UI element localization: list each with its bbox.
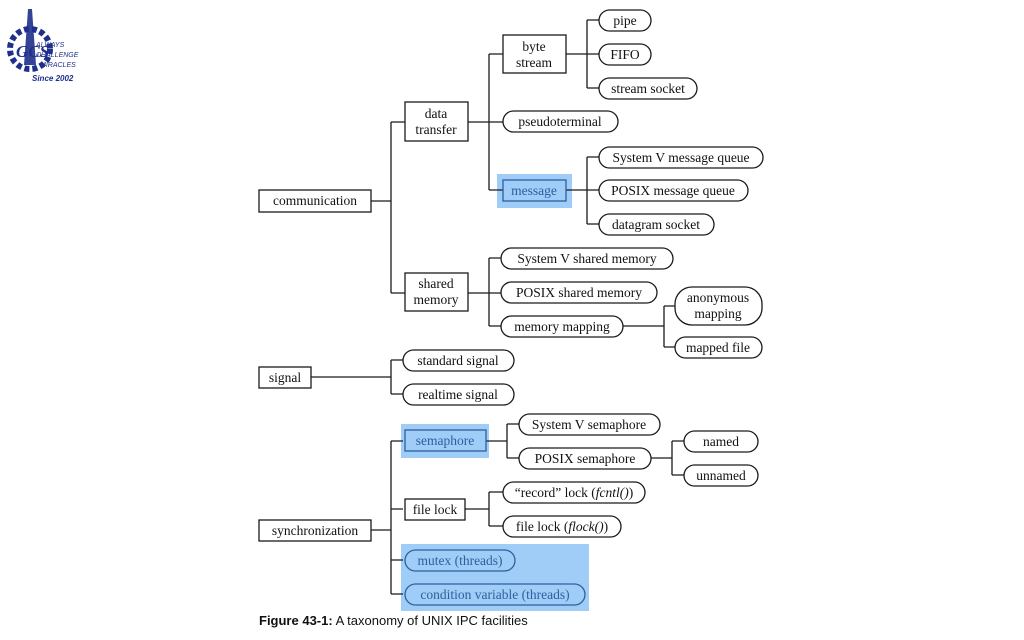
svg-text:POSIX shared memory: POSIX shared memory <box>516 285 642 300</box>
node-unnamed: unnamed <box>683 464 759 487</box>
svg-text:FIFO: FIFO <box>610 47 640 62</box>
node-file-lock: file lock <box>404 498 466 521</box>
svg-text:mutex (threads): mutex (threads) <box>417 553 502 568</box>
node-sysv-message-queue: System V message queue <box>598 146 764 169</box>
node-memory-mapping: memory mapping <box>500 315 624 338</box>
logo-line-1: ALWAYS <box>35 42 65 49</box>
svg-text:communication: communication <box>273 193 357 208</box>
svg-text:byte: byte <box>522 39 545 54</box>
svg-text:file lock: file lock <box>413 502 458 517</box>
node-synchronization: synchronization <box>258 519 372 542</box>
node-posix-message-queue: POSIX message queue <box>598 179 749 202</box>
svg-text:data: data <box>425 106 448 121</box>
node-record-lock-fcntl: “record” lock (fcntl()) <box>502 481 646 504</box>
svg-text:“record” lock (fcntl()): “record” lock (fcntl()) <box>515 485 633 500</box>
node-mapped-file: mapped file <box>674 336 763 359</box>
svg-text:realtime signal: realtime signal <box>418 387 498 402</box>
node-byte-stream: byte stream <box>502 34 567 74</box>
figure-caption: Figure 43-1: A taxonomy of UNIX IPC faci… <box>259 613 528 628</box>
node-anonymous-mapping: anonymous mapping <box>674 286 763 326</box>
node-realtime-signal: realtime signal <box>402 383 515 406</box>
svg-text:memory mapping: memory mapping <box>514 319 610 334</box>
logo-initials: GCS <box>16 42 49 61</box>
svg-text:POSIX message queue: POSIX message queue <box>611 183 735 198</box>
svg-text:condition variable (threads): condition variable (threads) <box>420 587 569 602</box>
node-stream-socket: stream socket <box>598 77 698 100</box>
svg-text:unnamed: unnamed <box>696 468 746 483</box>
node-pseudoterminal: pseudoterminal <box>502 110 619 133</box>
svg-text:semaphore: semaphore <box>416 433 474 448</box>
svg-text:memory: memory <box>414 292 459 307</box>
figure-caption-text: A taxonomy of UNIX IPC facilities <box>335 613 528 628</box>
node-named: named <box>683 430 759 453</box>
node-file-lock-flock: file lock (flock()) <box>502 515 622 538</box>
svg-text:signal: signal <box>269 370 301 385</box>
logo-line-3: MIRACLES <box>40 62 76 69</box>
node-standard-signal: standard signal <box>402 349 515 372</box>
svg-text:file lock (flock()): file lock (flock()) <box>516 519 608 534</box>
figure-label: Figure 43-1: <box>259 613 333 628</box>
node-shared-memory: shared memory <box>404 272 469 312</box>
node-mutex-threads: mutex (threads) <box>404 549 516 572</box>
svg-text:shared: shared <box>418 276 453 291</box>
node-data-transfer: data transfer <box>404 101 469 142</box>
svg-text:mapped file: mapped file <box>686 340 750 355</box>
svg-text:transfer: transfer <box>415 122 457 137</box>
svg-text:stream socket: stream socket <box>611 81 685 96</box>
svg-text:standard signal: standard signal <box>417 353 499 368</box>
svg-text:System V message queue: System V message queue <box>612 150 749 165</box>
logo-gear-icon <box>7 26 53 72</box>
node-signal: signal <box>258 366 312 389</box>
svg-text:datagram socket: datagram socket <box>612 217 700 232</box>
svg-text:named: named <box>703 434 739 449</box>
logo-line-4: Since 2002 <box>32 74 74 83</box>
node-posix-semaphore: POSIX semaphore <box>518 447 652 470</box>
node-pipe: pipe <box>598 9 652 32</box>
svg-text:POSIX semaphore: POSIX semaphore <box>535 451 636 466</box>
logo: GCS ALWAYS CHALLENGE MIRACLES Since 2002 <box>7 9 79 83</box>
node-sysv-semaphore: System V semaphore <box>518 413 661 436</box>
svg-text:System V semaphore: System V semaphore <box>532 417 646 432</box>
node-datagram-socket: datagram socket <box>598 213 715 236</box>
node-condition-variable-threads: condition variable (threads) <box>404 583 586 606</box>
node-communication: communication <box>258 189 372 213</box>
svg-text:System V shared memory: System V shared memory <box>517 251 657 266</box>
node-message: message <box>502 179 567 202</box>
svg-text:anonymous: anonymous <box>687 290 749 305</box>
svg-text:message: message <box>511 183 557 198</box>
svg-text:stream: stream <box>516 55 552 70</box>
svg-text:mapping: mapping <box>694 306 741 321</box>
node-fifo: FIFO <box>598 43 652 66</box>
connector-lines <box>311 19 684 595</box>
node-posix-shared-memory: POSIX shared memory <box>500 281 658 304</box>
svg-text:pipe: pipe <box>613 13 636 28</box>
logo-line-2: CHALLENGE <box>36 52 79 59</box>
node-semaphore: semaphore <box>404 429 487 452</box>
svg-text:pseudoterminal: pseudoterminal <box>518 114 601 129</box>
svg-text:synchronization: synchronization <box>272 523 358 538</box>
node-sysv-shared-memory: System V shared memory <box>500 247 674 270</box>
